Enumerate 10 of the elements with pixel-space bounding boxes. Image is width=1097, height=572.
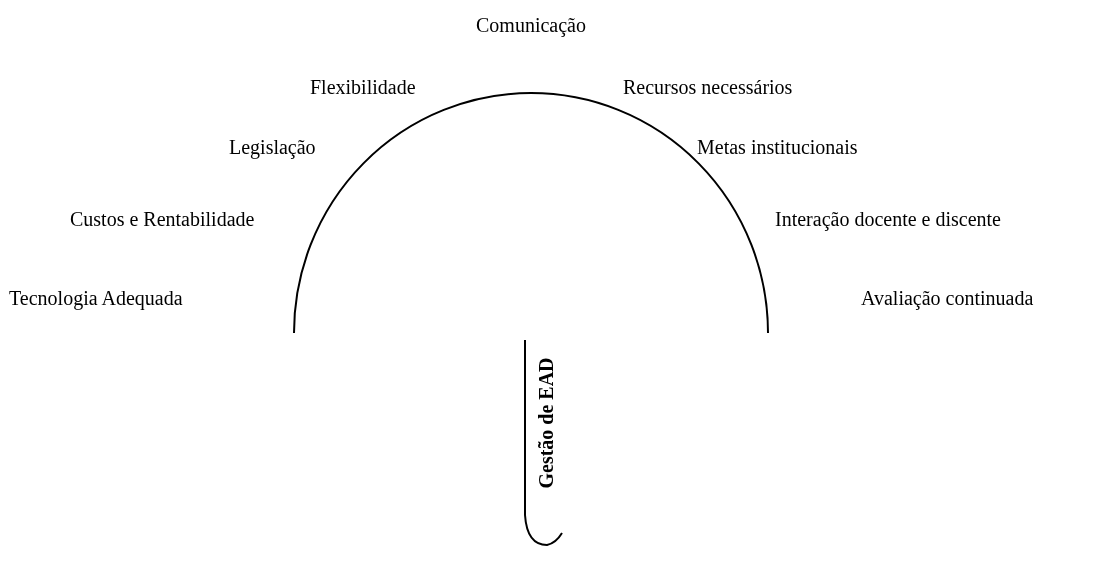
- factor-label: Legislação: [229, 135, 316, 159]
- factor-label: Recursos necessários: [623, 75, 793, 99]
- factor-label: Custos e Rentabilidade: [70, 207, 255, 231]
- handle-label: Gestão de EAD: [533, 357, 558, 489]
- factor-label: Interação docente e discente: [775, 207, 1001, 231]
- factor-label: Comunicação: [476, 13, 586, 37]
- factor-label: Avaliação continuada: [861, 286, 1034, 310]
- factor-label: Tecnologia Adequada: [9, 286, 183, 310]
- factor-label: Flexibilidade: [310, 75, 416, 99]
- factor-label: Metas institucionais: [697, 135, 858, 159]
